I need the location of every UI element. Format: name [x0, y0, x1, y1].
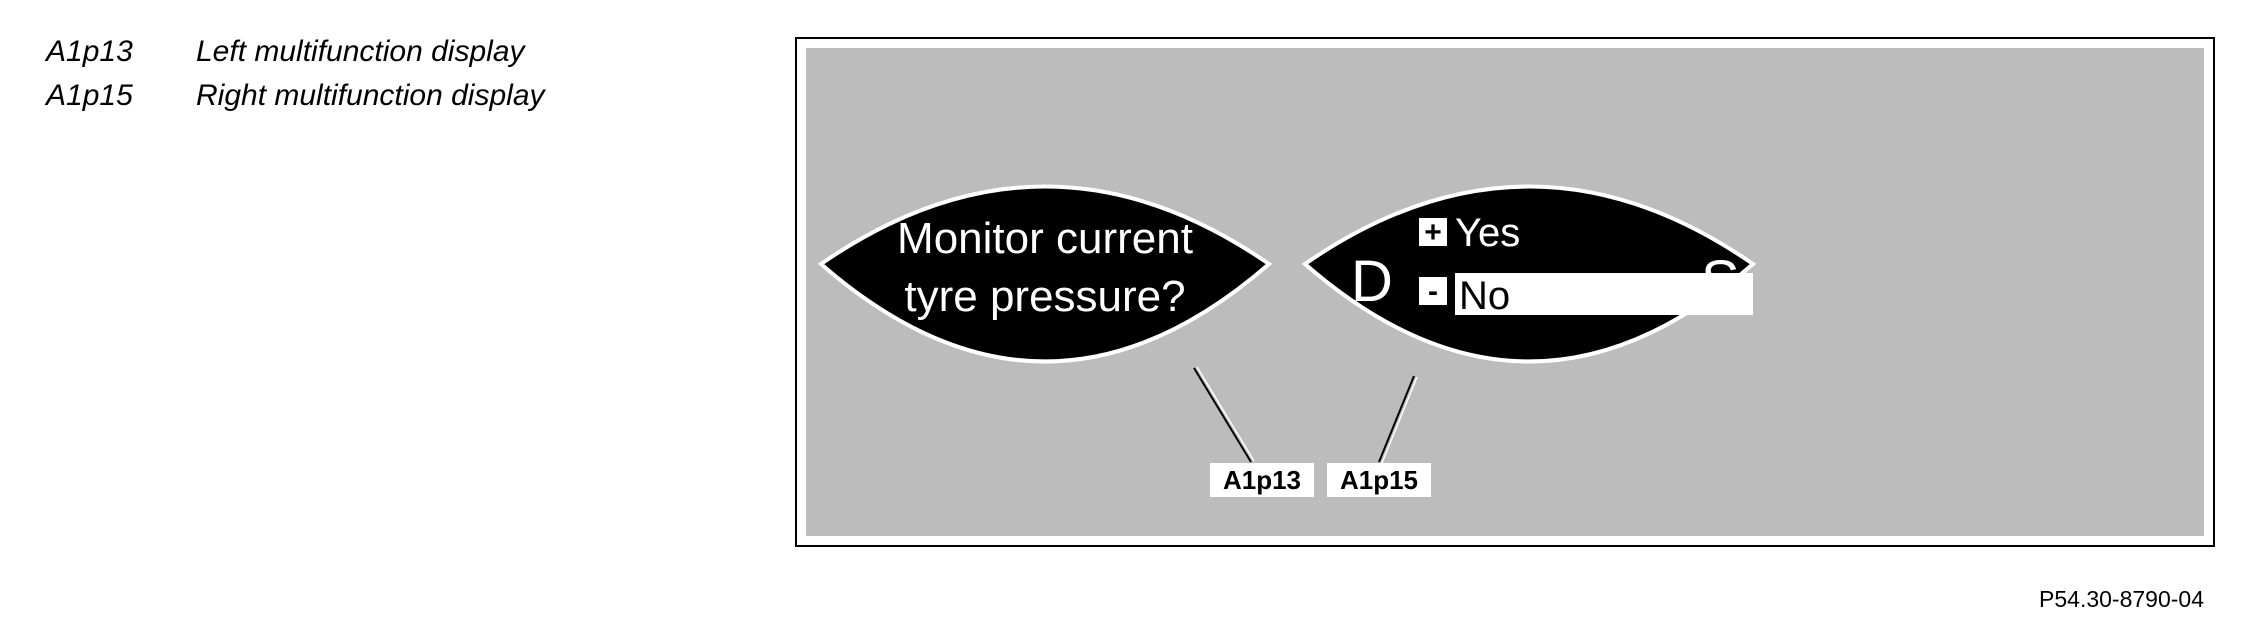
left-display-line2: tyre pressure?	[904, 272, 1185, 321]
callout-line-left-shadow	[1196, 366, 1255, 462]
right-display-letter-d: D	[1351, 249, 1393, 314]
plus-icon: +	[1424, 216, 1442, 249]
legend-code: A1p13	[46, 35, 133, 68]
minus-icon: -	[1428, 275, 1438, 308]
legend-row: A1p15 Right multifunction display	[46, 74, 545, 118]
minus-key-box	[1419, 277, 1447, 305]
callout-line-right	[1378, 375, 1415, 463]
plus-key-box	[1419, 218, 1447, 246]
option-yes: Yes	[1455, 211, 1520, 255]
callout-label-left-bg	[1210, 463, 1314, 497]
figure-reference-code: P54.30-8790-04	[2039, 586, 2204, 612]
callout-label-right-bg	[1327, 463, 1431, 497]
option-no: No	[1459, 274, 1510, 318]
left-multifunction-display	[817, 184, 1273, 364]
callout-line-left	[1193, 367, 1252, 463]
option-no-highlight	[1455, 273, 1753, 315]
figure-illustration: Monitor current tyre pressure? D S + Yes…	[804, 46, 2206, 538]
callout-label-left: A1p13	[1223, 465, 1301, 495]
callout-label-right: A1p15	[1340, 465, 1418, 495]
legend-description: Right multifunction display	[196, 79, 545, 112]
legend-row: A1p13 Left multifunction display	[46, 30, 545, 74]
legend-description: Left multifunction display	[196, 35, 525, 68]
callout-line-right-shadow	[1381, 376, 1418, 464]
figure-frame: Monitor current tyre pressure? D S + Yes…	[795, 37, 2215, 547]
legend-code: A1p15	[46, 79, 133, 112]
left-display-line1: Monitor current	[897, 214, 1193, 263]
legend: A1p13 Left multifunction display A1p15 R…	[46, 30, 545, 118]
